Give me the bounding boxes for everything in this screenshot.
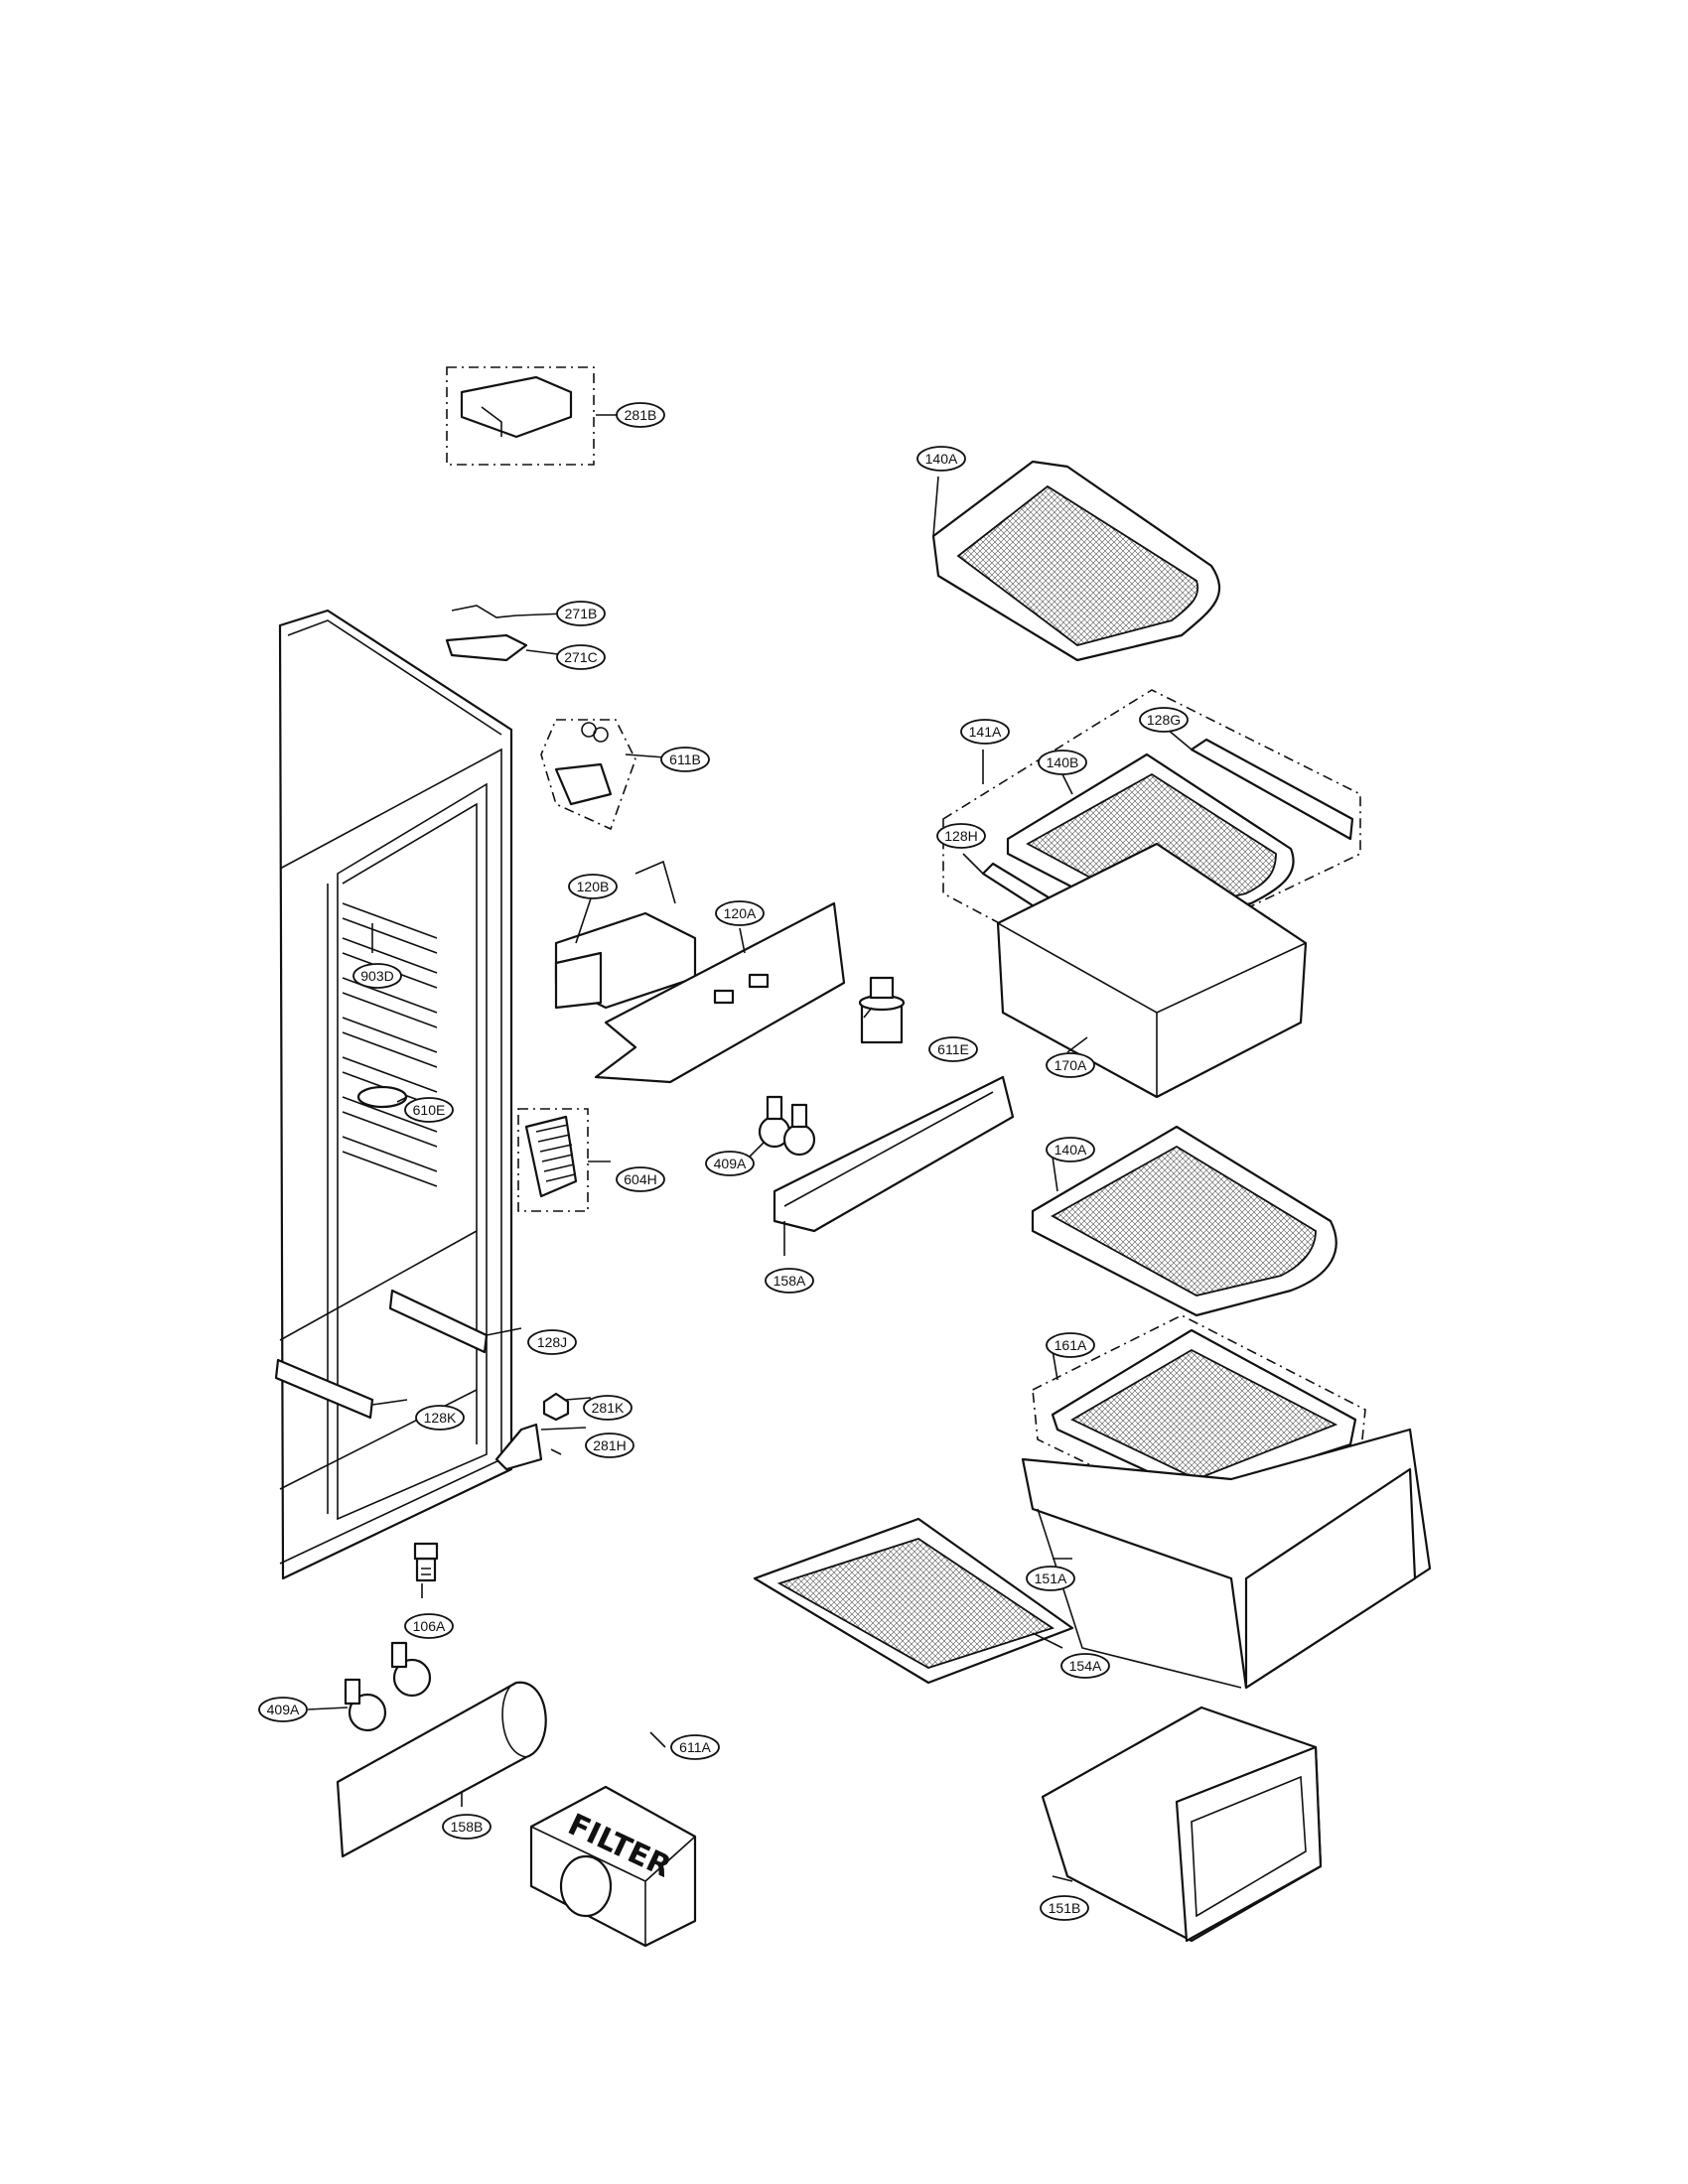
drawer-151A bbox=[1021, 1428, 1432, 1690]
svg-text:271C: 271C bbox=[564, 649, 597, 665]
water-filter-cap-611E bbox=[858, 976, 906, 1044]
svg-text:106A: 106A bbox=[413, 1618, 446, 1634]
svg-text:611A: 611A bbox=[679, 1739, 711, 1755]
svg-text:120B: 120B bbox=[577, 879, 610, 894]
callout-128J: 128J bbox=[527, 1329, 577, 1355]
svg-text:128K: 128K bbox=[424, 1410, 457, 1426]
svg-text:128G: 128G bbox=[1147, 712, 1181, 728]
callout-271B: 271B bbox=[556, 601, 606, 626]
leader-lines bbox=[307, 414, 1193, 1882]
svg-text:604H: 604H bbox=[624, 1171, 656, 1187]
screws-281K-281H bbox=[494, 1392, 570, 1471]
callout-158B: 158B bbox=[442, 1814, 492, 1840]
callout-271C: 271C bbox=[556, 644, 606, 670]
glass-shelf-154A bbox=[753, 1517, 1074, 1685]
callout-161A: 161A bbox=[1046, 1332, 1095, 1358]
svg-text:610E: 610E bbox=[413, 1102, 446, 1118]
bracket-271C bbox=[445, 633, 528, 662]
callout-141A: 141A bbox=[960, 719, 1010, 745]
svg-text:141A: 141A bbox=[969, 724, 1002, 740]
lamp-cover-158A bbox=[773, 1075, 1015, 1233]
callout-281K: 281K bbox=[583, 1395, 633, 1421]
svg-text:158B: 158B bbox=[451, 1819, 484, 1835]
shelf-140A-mid bbox=[1031, 1125, 1337, 1317]
callout-611B: 611B bbox=[660, 747, 710, 772]
callout-281H: 281H bbox=[585, 1433, 634, 1458]
callout-611A: 611A bbox=[670, 1734, 720, 1760]
svg-text:611B: 611B bbox=[669, 751, 701, 767]
callout-140A: 140A bbox=[916, 446, 966, 472]
fan-motor-120B bbox=[554, 860, 697, 1010]
shelf-assembly-161A bbox=[1032, 1314, 1366, 1515]
svg-text:140A: 140A bbox=[925, 451, 958, 467]
callout-903D: 903D bbox=[352, 963, 402, 989]
leveling-leg-106A bbox=[413, 1542, 439, 1582]
svg-text:140A: 140A bbox=[1055, 1142, 1087, 1158]
motor-assembly-611B bbox=[540, 719, 636, 831]
callout-604H: 604H bbox=[616, 1166, 665, 1192]
svg-text:151A: 151A bbox=[1035, 1570, 1067, 1586]
svg-text:281K: 281K bbox=[592, 1400, 625, 1416]
callout-409A-low: 409A bbox=[258, 1697, 308, 1722]
fan-grille-604H bbox=[517, 1108, 589, 1212]
callout-610E: 610E bbox=[404, 1097, 454, 1123]
shelf-140A-top bbox=[931, 460, 1221, 662]
svg-text:903D: 903D bbox=[360, 968, 393, 984]
light-bulbs-409A-low bbox=[344, 1641, 432, 1732]
svg-text:611E: 611E bbox=[937, 1041, 969, 1057]
callout-170A: 170A bbox=[1046, 1052, 1095, 1078]
callout-154A: 154A bbox=[1060, 1653, 1110, 1679]
svg-text:170A: 170A bbox=[1055, 1057, 1087, 1073]
svg-text:151B: 151B bbox=[1049, 1900, 1081, 1916]
callouts: 140A 281B 271B 271C 611B 141A 128G 140B … bbox=[258, 402, 1189, 1921]
svg-text:154A: 154A bbox=[1069, 1658, 1102, 1674]
drawer-151B bbox=[1041, 1706, 1323, 1943]
svg-text:409A: 409A bbox=[267, 1702, 300, 1717]
svg-text:128H: 128H bbox=[944, 828, 977, 844]
svg-text:158A: 158A bbox=[774, 1273, 806, 1289]
svg-text:271B: 271B bbox=[565, 606, 598, 621]
callout-158A: 158A bbox=[765, 1268, 814, 1294]
callout-151B: 151B bbox=[1040, 1895, 1089, 1921]
water-filter-box-611A: FILTER bbox=[529, 1785, 697, 1948]
svg-text:281H: 281H bbox=[593, 1437, 626, 1453]
svg-text:128J: 128J bbox=[537, 1334, 567, 1350]
callout-128K: 128K bbox=[415, 1405, 465, 1431]
spring-271B bbox=[451, 605, 517, 618]
svg-text:140B: 140B bbox=[1047, 754, 1079, 770]
callout-120A: 120A bbox=[715, 900, 765, 926]
refrigerator-cabinet bbox=[274, 609, 513, 1580]
callout-140B: 140B bbox=[1038, 750, 1087, 775]
drawer-170A bbox=[996, 842, 1308, 1099]
callout-120B: 120B bbox=[568, 874, 618, 899]
svg-text:281B: 281B bbox=[625, 407, 657, 423]
callout-611E: 611E bbox=[928, 1036, 978, 1062]
callout-409A: 409A bbox=[705, 1151, 755, 1176]
callout-281B: 281B bbox=[616, 402, 665, 428]
light-bulbs-409A-mid bbox=[758, 1095, 816, 1157]
svg-text:409A: 409A bbox=[714, 1156, 747, 1171]
fan-bracket-120A bbox=[594, 901, 846, 1084]
svg-text:120A: 120A bbox=[724, 905, 757, 921]
svg-text:161A: 161A bbox=[1055, 1337, 1087, 1353]
lamp-cover-158B bbox=[336, 1681, 547, 1858]
callout-140A-mid: 140A bbox=[1046, 1137, 1095, 1162]
callout-151A: 151A bbox=[1026, 1566, 1075, 1591]
ice-maker-cover-281B bbox=[446, 366, 595, 466]
callout-128G: 128G bbox=[1139, 707, 1189, 733]
callout-128H: 128H bbox=[936, 823, 986, 849]
callout-106A: 106A bbox=[404, 1613, 454, 1639]
